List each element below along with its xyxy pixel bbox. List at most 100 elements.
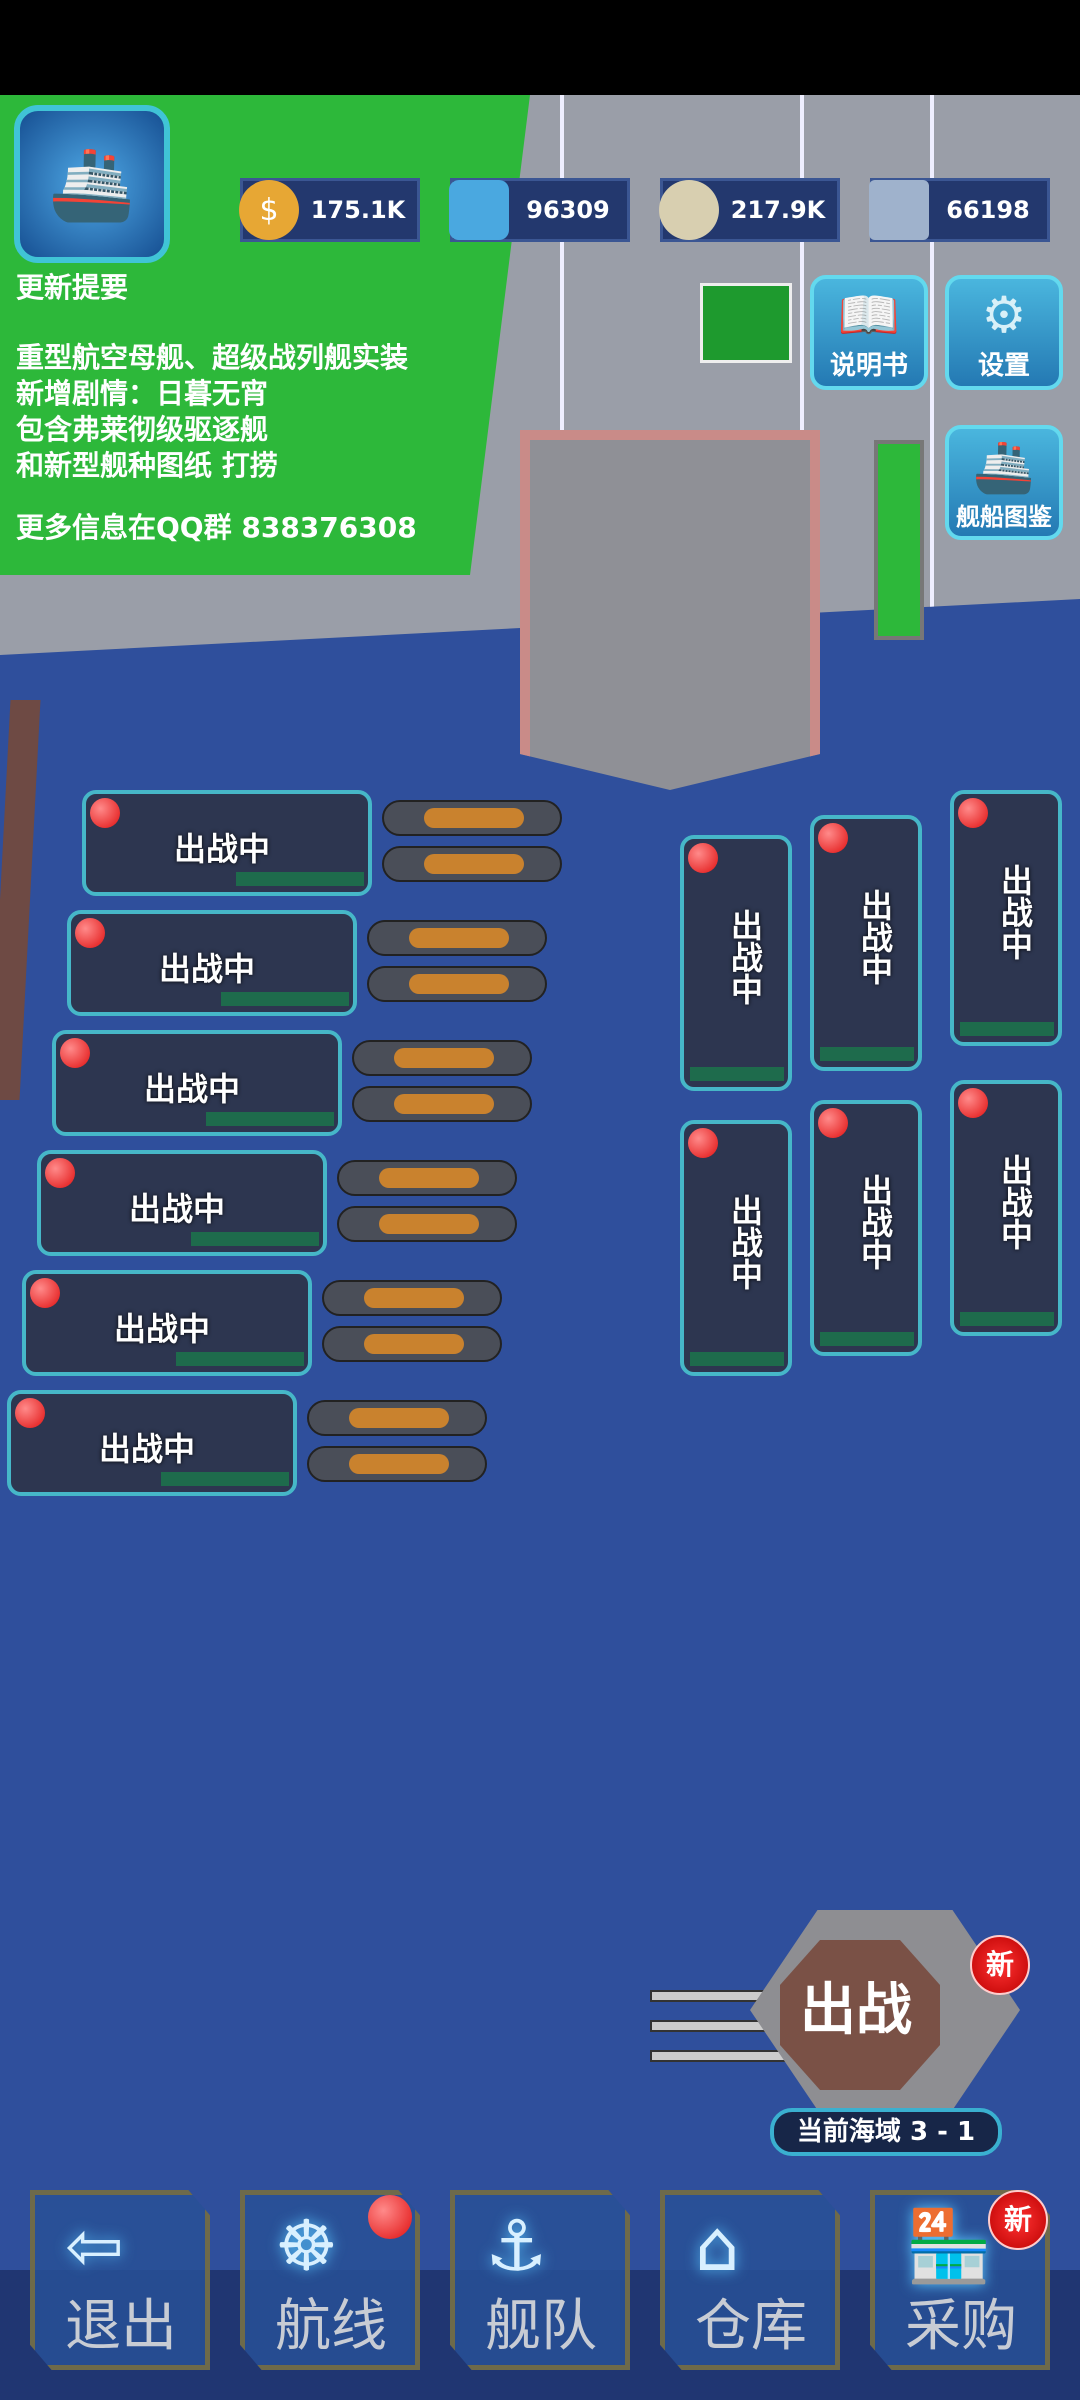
- oil-barrel-icon: [449, 180, 509, 240]
- status-label: 出战中: [856, 1174, 894, 1270]
- resource-coin: $175.1K: [239, 178, 420, 242]
- update-notes-lines: 重型航空母舰、超级战列舰实装 新增剧情：日暮无宵 包含弗莱彻级驱逐舰 和新型舰种…: [16, 340, 408, 484]
- nav-fleet[interactable]: ⚓ 舰队: [450, 2190, 630, 2370]
- manual-label: 说明书: [829, 351, 908, 381]
- encyclopedia-label: 舰船图鉴: [956, 503, 1052, 531]
- status-label: 出战中: [159, 950, 256, 988]
- destroyer-ship[interactable]: [352, 1086, 532, 1122]
- destroyer-deck: [424, 808, 524, 828]
- notification-dot: [818, 1108, 848, 1138]
- progress-bar: [176, 1352, 304, 1366]
- progress-bar: [236, 872, 364, 886]
- notification-dot: [75, 918, 105, 948]
- drydock: [520, 430, 820, 790]
- helm-icon: ☸: [275, 2205, 338, 2287]
- destroyer-ship[interactable]: [367, 920, 547, 956]
- ship-icon: 🚢: [972, 438, 1036, 496]
- notification-dot: [45, 1158, 75, 1188]
- battle-button[interactable]: 出战 新: [650, 1910, 1030, 2110]
- current-zone-label: 当前海域 3 - 1: [770, 2108, 1002, 2156]
- destroyer-deck: [349, 1408, 449, 1428]
- notification-dot: [30, 1278, 60, 1308]
- status-label: 出战中: [726, 1194, 764, 1290]
- submarine-card[interactable]: 出战中: [680, 835, 792, 1091]
- book-icon: 📖: [837, 286, 901, 344]
- progress-bar: [820, 1047, 914, 1061]
- destroyer-ship[interactable]: [337, 1160, 517, 1196]
- destroyer-deck: [409, 974, 509, 994]
- resource-oil: 96309: [449, 178, 630, 242]
- manual-button[interactable]: 📖 说明书: [810, 275, 928, 390]
- settings-button[interactable]: ⚙设置: [945, 275, 1063, 390]
- destroyer-ship[interactable]: [307, 1400, 487, 1436]
- submarine-card[interactable]: 出战中: [680, 1120, 792, 1376]
- progress-bar: [960, 1312, 1054, 1326]
- notification-dot: [15, 1398, 45, 1428]
- destroyer-ship[interactable]: [322, 1280, 502, 1316]
- resource-steel: 66198: [869, 178, 1050, 242]
- notification-dot: [60, 1038, 90, 1068]
- carrier-card[interactable]: 出战中: [37, 1150, 327, 1256]
- submarine-card[interactable]: 出战中: [810, 815, 922, 1071]
- destroyer-deck: [364, 1288, 464, 1308]
- new-badge: 新: [988, 2190, 1048, 2250]
- nav-warehouse[interactable]: ⌂仓库: [660, 2190, 840, 2370]
- notification-dot: [958, 798, 988, 828]
- status-label: 出战中: [144, 1070, 241, 1108]
- destroyer-deck: [394, 1094, 494, 1114]
- submarine-card[interactable]: 出战中: [810, 1100, 922, 1356]
- nav-label: 航线: [275, 2294, 387, 2359]
- carrier-card[interactable]: 出战中: [7, 1390, 297, 1496]
- new-badge: 新: [970, 1935, 1030, 1995]
- update-notes-button[interactable]: 🚢: [14, 105, 170, 263]
- nav-exit[interactable]: ⇦ 退出: [30, 2190, 210, 2370]
- steel-icon: [869, 180, 929, 240]
- destroyer-ship[interactable]: [367, 966, 547, 1002]
- coin-value: 175.1K: [310, 196, 406, 224]
- carrier-card[interactable]: 出战中: [67, 910, 357, 1016]
- status-label: 出战中: [174, 830, 271, 868]
- destroyer-ship[interactable]: [337, 1206, 517, 1242]
- nav-label: 退出: [65, 2294, 177, 2359]
- status-label: 出战中: [996, 864, 1034, 960]
- exit-icon: ⇦: [65, 2205, 124, 2287]
- nav-label: 舰队: [485, 2294, 597, 2359]
- encyclopedia-button[interactable]: 🚢 舰船图鉴: [945, 425, 1063, 540]
- anchor-icon: ⚓: [485, 2205, 548, 2287]
- destroyer-ship[interactable]: [322, 1326, 502, 1362]
- turret-icon: [780, 1940, 940, 2090]
- green-book-decoration: [700, 283, 792, 363]
- destroyer-ship[interactable]: [307, 1446, 487, 1482]
- progress-bar: [960, 1022, 1054, 1036]
- progress-bar: [191, 1232, 319, 1246]
- nav-label: 仓库: [695, 2294, 807, 2359]
- notification-dot: [688, 843, 718, 873]
- lane-line: [560, 95, 564, 655]
- ship-icon: 🚢: [48, 142, 136, 225]
- coin-icon: $: [239, 180, 299, 240]
- note-line: 和新型舰种图纸 打捞: [16, 449, 278, 482]
- destroyer-ship[interactable]: [382, 800, 562, 836]
- nav-label: 采购: [905, 2294, 1017, 2359]
- status-label: 出战中: [996, 1154, 1034, 1250]
- status-label: 出战中: [726, 909, 764, 1005]
- notification-dot: [688, 1128, 718, 1158]
- settings-label: 设置: [977, 351, 1030, 381]
- steel-value: 66198: [946, 196, 1030, 224]
- destroyer-ship[interactable]: [382, 846, 562, 882]
- update-notes-title: 更新提要: [16, 271, 129, 304]
- destroyer-deck: [394, 1048, 494, 1068]
- destroyer-ship[interactable]: [352, 1040, 532, 1076]
- submarine-card[interactable]: 出战中: [950, 790, 1062, 1046]
- note-line: 新增剧情：日暮无宵: [16, 377, 269, 410]
- green-bar-decoration: [874, 440, 924, 640]
- carrier-card[interactable]: 出战中: [82, 790, 372, 896]
- destroyer-deck: [409, 928, 509, 948]
- submarine-card[interactable]: 出战中: [950, 1080, 1062, 1336]
- status-label: 出战中: [129, 1190, 226, 1228]
- carrier-card[interactable]: 出战中: [22, 1270, 312, 1376]
- carrier-card[interactable]: 出战中: [52, 1030, 342, 1136]
- ammo-value: 217.9K: [730, 196, 826, 224]
- note-line: 重型航空母舰、超级战列舰实装: [16, 341, 409, 374]
- destroyer-deck: [379, 1168, 479, 1188]
